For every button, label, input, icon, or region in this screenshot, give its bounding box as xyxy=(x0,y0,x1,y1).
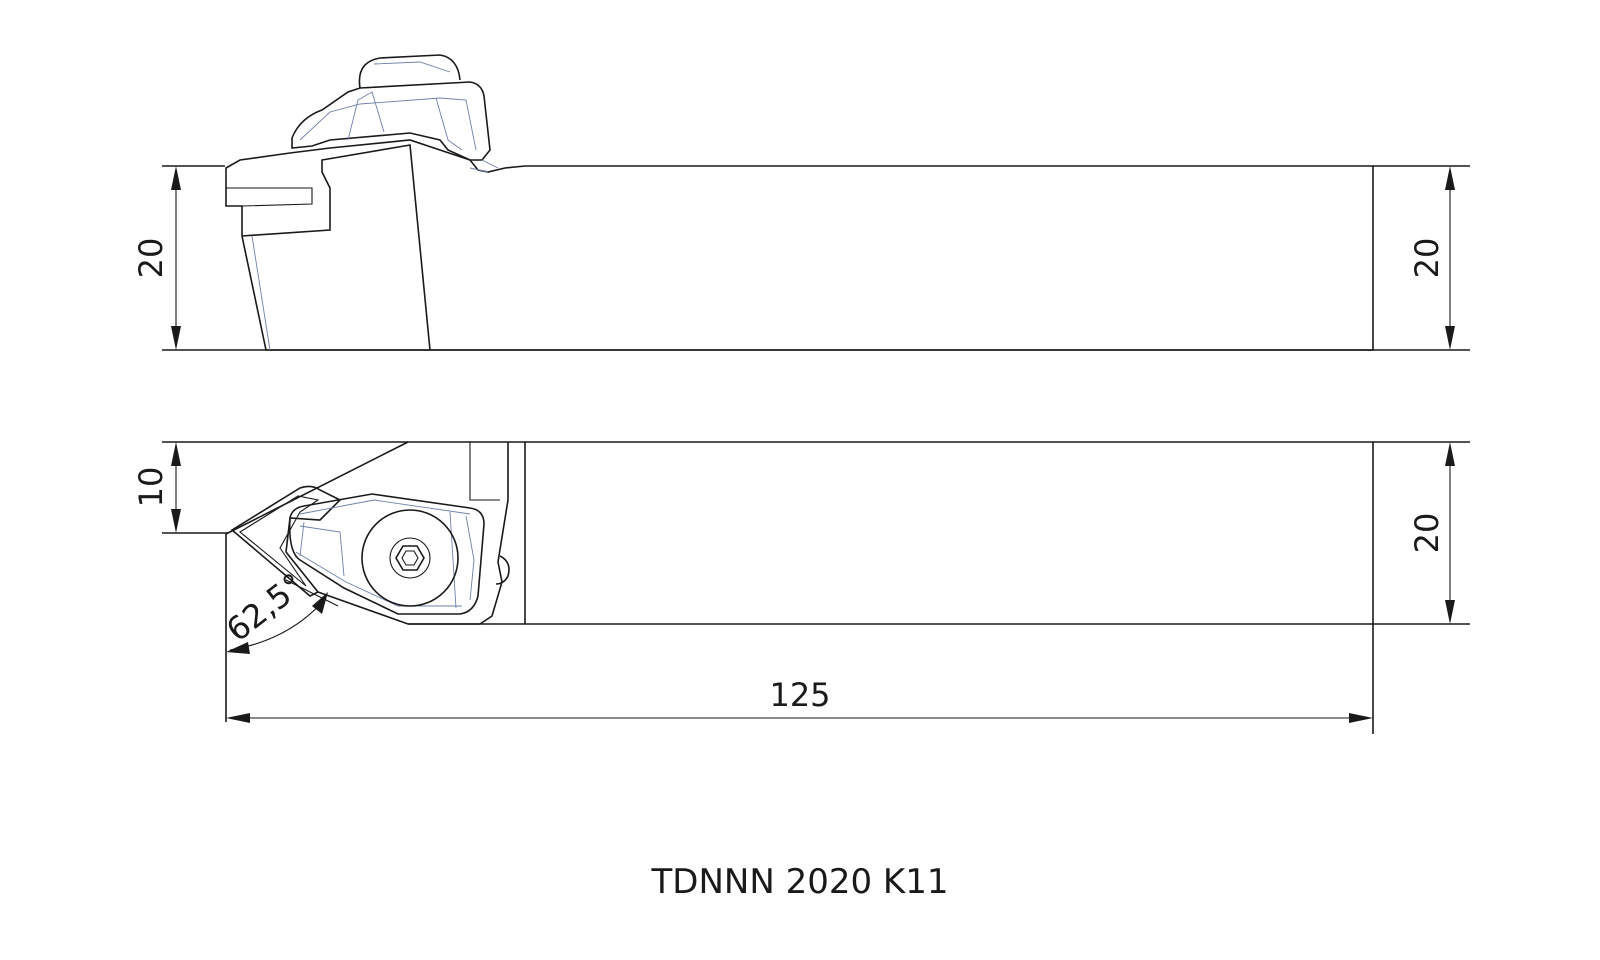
top-clamp xyxy=(288,493,485,615)
top-insert xyxy=(230,485,342,597)
side-clamp-detail-5 xyxy=(481,159,499,169)
top-right-dim-arrow-top xyxy=(1445,442,1455,466)
top-clamp-detail-2 xyxy=(295,551,462,607)
top-head-lower xyxy=(317,442,509,625)
side-clamp-detail-3 xyxy=(435,97,463,151)
top-clamp-detail-3 xyxy=(299,525,345,577)
angle-arrow-bottom xyxy=(226,642,250,654)
top-clamp-detail-5 xyxy=(299,521,305,557)
drawing-title: TDNNN 2020 K11 xyxy=(651,862,949,902)
top-right-dim-arrow-bottom xyxy=(1445,600,1455,624)
side-right-dim-arrow-top xyxy=(1445,166,1455,190)
side-head-outline xyxy=(225,139,526,351)
top-screw-hex-inner xyxy=(401,550,419,566)
side-seat-line xyxy=(251,235,271,351)
top-screw-hex-socket xyxy=(395,545,425,571)
top-screw-recess xyxy=(389,537,431,579)
side-left-dim-arrow-bottom xyxy=(171,326,181,350)
angle-ext-line xyxy=(285,579,339,607)
top-insert-inner xyxy=(239,495,320,587)
side-head-inner xyxy=(241,144,431,351)
side-clamp xyxy=(291,81,491,161)
side-left-dim-arrow-top xyxy=(171,166,181,190)
length-dim-arrow-left xyxy=(226,713,250,723)
side-clamp-detail-2 xyxy=(347,91,385,141)
side-view: 20 20 xyxy=(132,54,1470,351)
top-screw-head xyxy=(361,509,459,607)
top-clamp-detail-6 xyxy=(449,511,457,609)
top-clamp-detail-1 xyxy=(299,499,471,515)
top-offset-dim-arrow-top xyxy=(171,442,181,466)
side-shank-outline xyxy=(266,165,1374,351)
top-offset-dim-label: 10 xyxy=(132,467,170,508)
top-head-outline xyxy=(225,441,409,722)
top-head-rim xyxy=(469,442,500,501)
side-right-dim-label: 20 xyxy=(1408,238,1446,279)
top-view: 10 20 62,5° 125 xyxy=(132,441,1470,734)
side-left-dim-label: 20 xyxy=(132,238,170,279)
side-clamp-screw-head xyxy=(358,54,461,89)
side-seat-step xyxy=(226,187,313,207)
length-dim-arrow-right xyxy=(1349,713,1373,723)
side-clamp-detail-1 xyxy=(299,97,477,151)
length-dim-label: 125 xyxy=(769,676,830,714)
angle-label: 62,5° xyxy=(219,566,311,650)
top-clamp-detail-4 xyxy=(465,515,475,601)
top-right-dim-label: 20 xyxy=(1408,513,1446,554)
side-right-dim-arrow-bottom xyxy=(1445,326,1455,350)
top-head-pin xyxy=(495,555,510,585)
side-clamp-detail-4 xyxy=(373,61,451,73)
side-clamp-detail-6 xyxy=(469,167,489,173)
top-offset-dim-arrow-bottom xyxy=(171,509,181,533)
angle-arrow-top xyxy=(312,592,328,614)
